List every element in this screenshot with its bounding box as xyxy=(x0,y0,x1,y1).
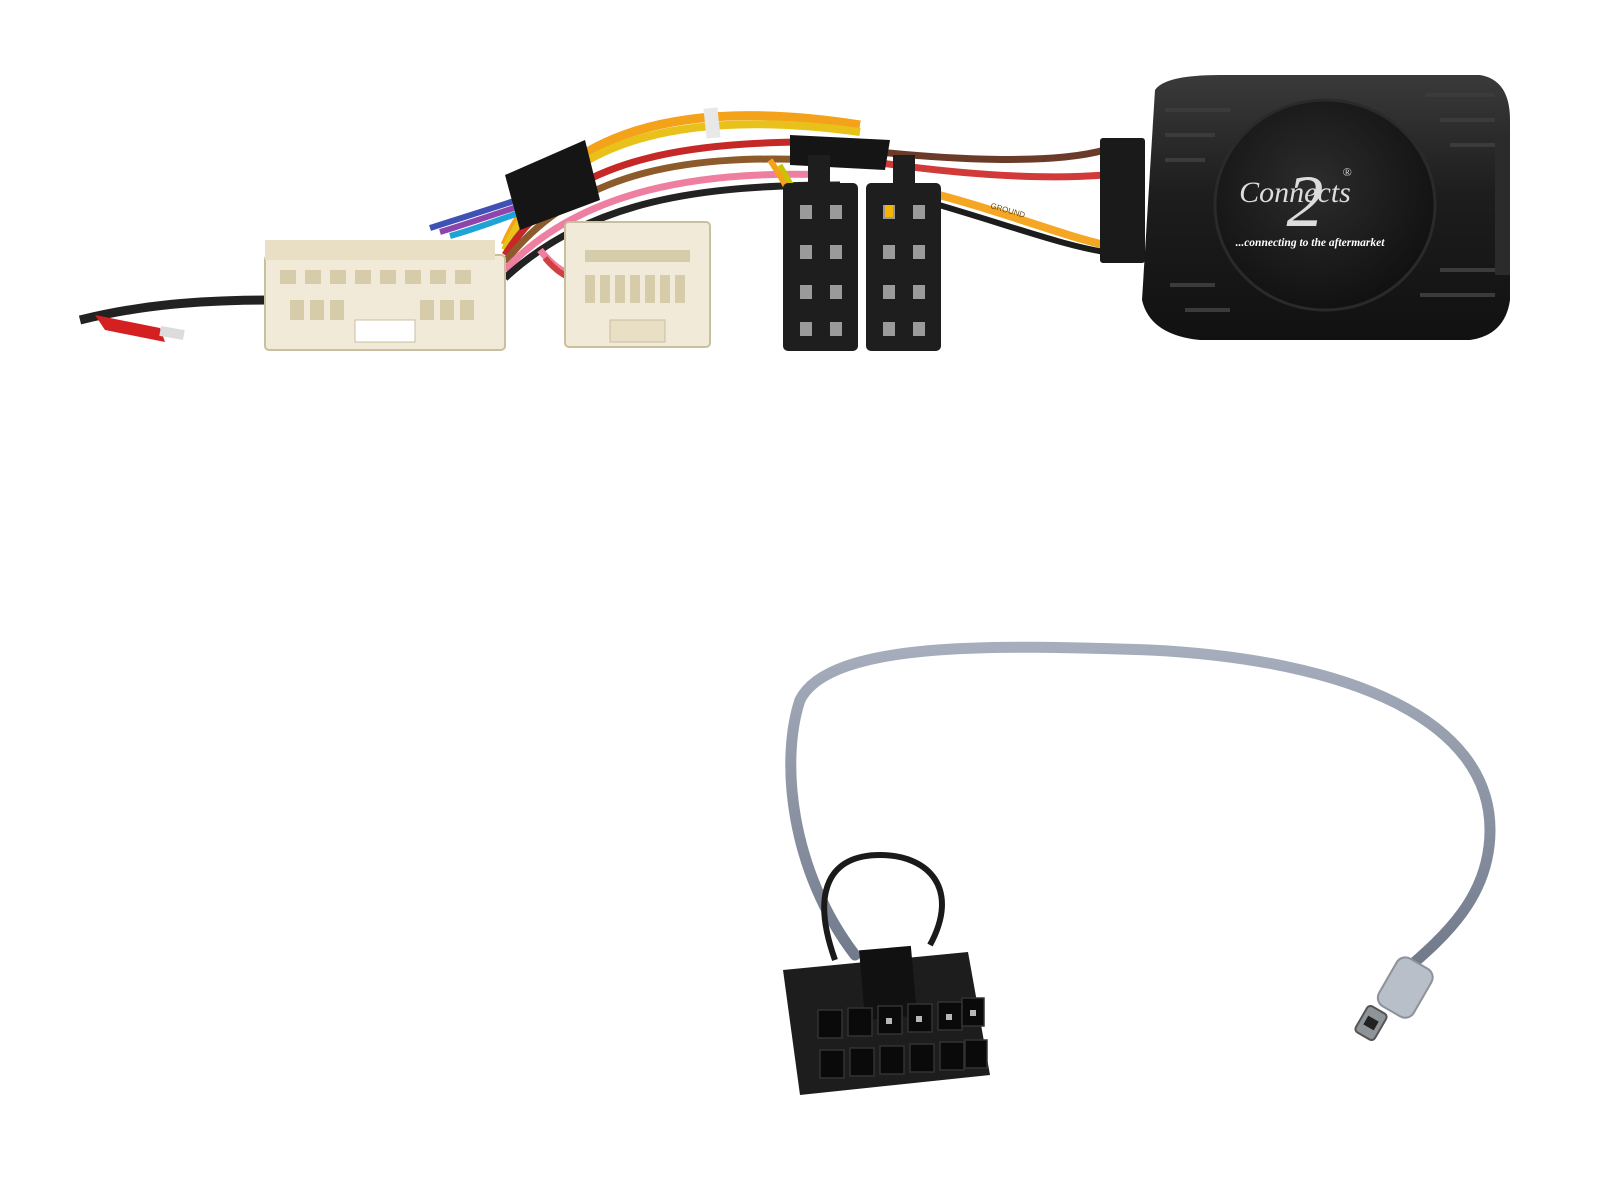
wire-bundle xyxy=(429,107,1106,284)
white-connector-large xyxy=(264,240,506,351)
white-connector-small xyxy=(564,221,711,348)
registered-mark: ® xyxy=(1342,165,1351,179)
brand-tagline: ...connecting to the aftermarket xyxy=(1236,237,1386,249)
iso-connector-pair xyxy=(783,155,941,351)
interface-module: 2 Connects ® ...connecting to the afterm… xyxy=(989,75,1510,340)
coax-plug xyxy=(1354,956,1434,1042)
twelve-pin-connector xyxy=(783,945,990,1095)
patch-lead xyxy=(783,641,1496,1095)
brand-numeral: 2 xyxy=(1287,161,1324,243)
brand-wordmark: Connects xyxy=(1239,176,1351,209)
ground-lead xyxy=(78,295,271,342)
